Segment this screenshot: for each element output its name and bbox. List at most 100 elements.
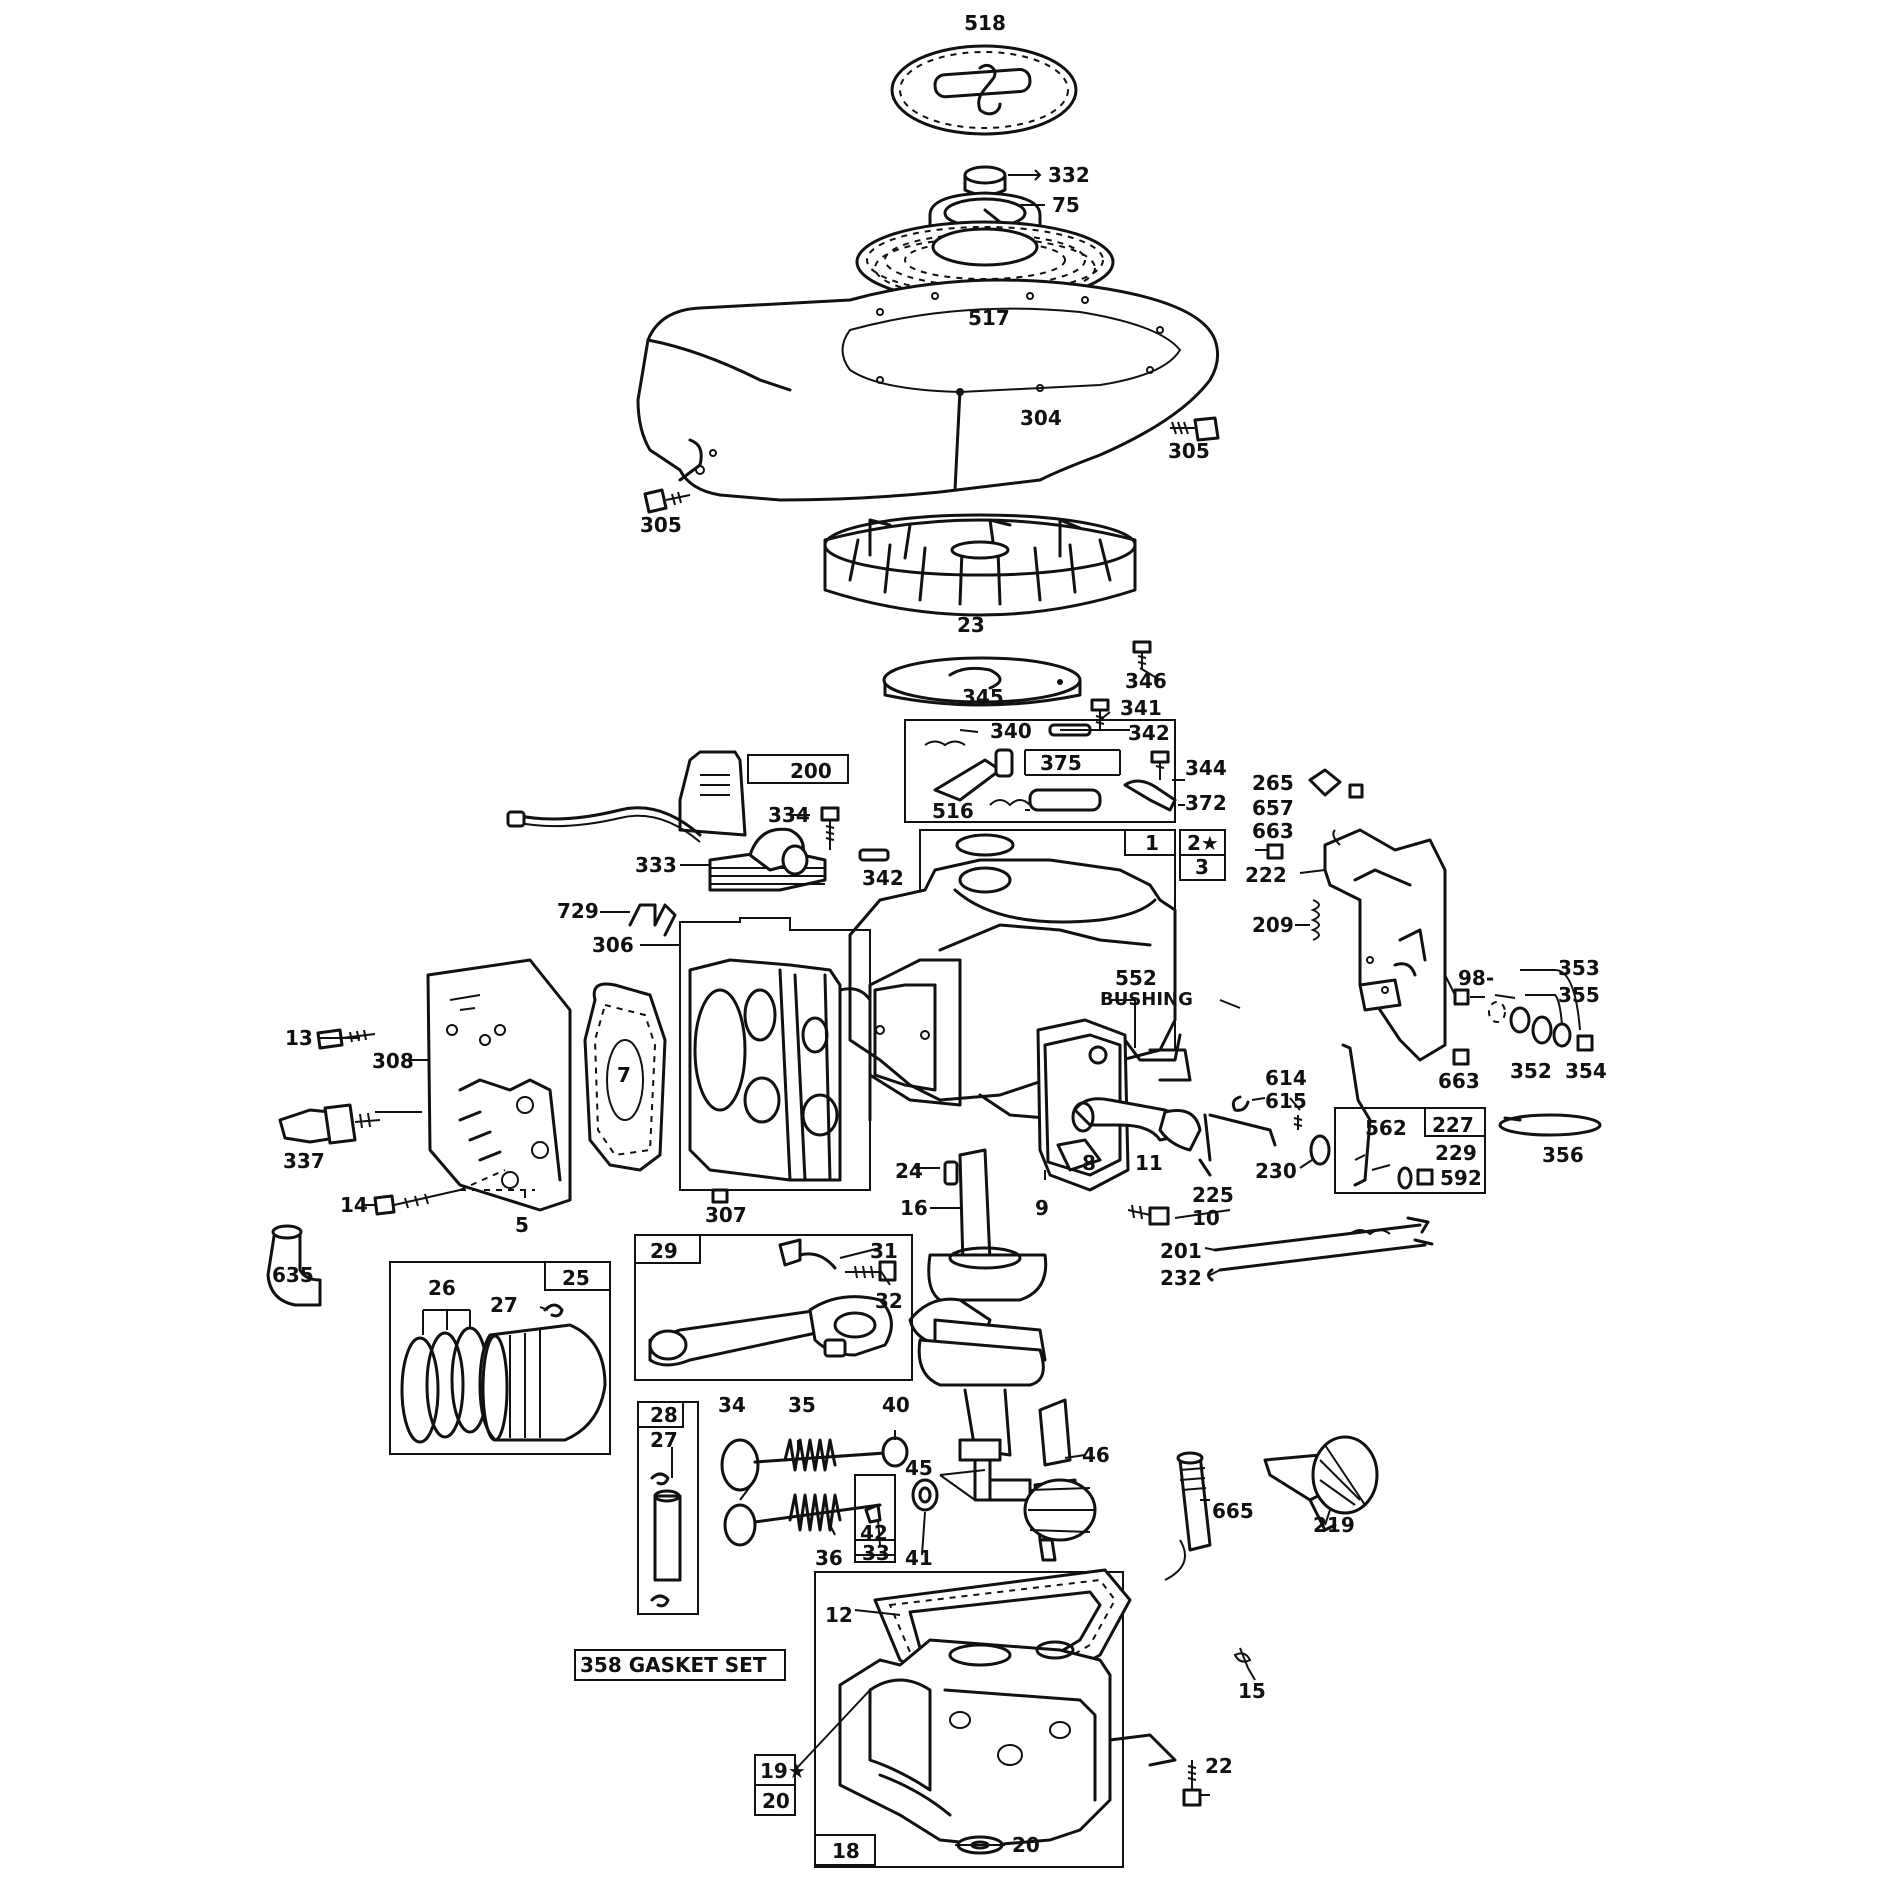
head-gasket-part-7 (583, 982, 667, 1172)
label-27-piston: 27 (490, 1293, 518, 1317)
rotating-screen-part-517 (855, 220, 1115, 304)
label-517: 517 (968, 306, 1010, 330)
label-9: 9 (1035, 1196, 1049, 1220)
label-232: 232 (1160, 1266, 1202, 1290)
label-11: 11 (1135, 1151, 1163, 1175)
label-229: 229 (1435, 1141, 1477, 1165)
retainer-part-40 (881, 1436, 909, 1468)
label-15: 15 (1238, 1679, 1266, 1703)
label-342-lower: 342 (862, 866, 904, 890)
lever-part-562 (1341, 1043, 1391, 1187)
label-353: 353 (1558, 956, 1600, 980)
label-615: 615 (1265, 1089, 1307, 1113)
label-340: 340 (990, 719, 1032, 743)
governor-kit-box-227 (1334, 1107, 1486, 1194)
leader-lines (318, 169, 1581, 1846)
screw-part-305-left (643, 488, 691, 514)
screw-part-346 (1132, 640, 1152, 670)
crankshaft-part-16 (908, 1148, 1048, 1457)
label-230: 230 (1255, 1159, 1297, 1183)
clip-part-27 (543, 1303, 564, 1318)
label-334: 334 (768, 803, 810, 827)
label-354: 354 (1565, 1059, 1607, 1083)
washer-set-353-355 (1453, 988, 1594, 1052)
link-part-225 (1198, 1113, 1277, 1177)
label-98: 98- (1458, 966, 1494, 990)
label-33: 33 (862, 1541, 890, 1565)
label-227: 227 (1432, 1113, 1474, 1137)
label-344: 344 (1185, 756, 1227, 780)
spring-part-209 (1310, 899, 1320, 941)
clip-part-265 (1308, 768, 1342, 797)
label-16: 16 (900, 1196, 928, 1220)
label-222: 222 (1245, 863, 1287, 887)
label-25: 25 (562, 1266, 590, 1290)
label-27-pin: 27 (650, 1428, 678, 1452)
cylinder-cover-part-308 (426, 958, 572, 1212)
label-562: 562 (1365, 1116, 1407, 1140)
label-665: 665 (1212, 1499, 1254, 1523)
label-337: 337 (283, 1149, 325, 1173)
screw-part-657 (1348, 783, 1364, 799)
cylinder-head-part-306 (688, 958, 872, 1182)
label-518: 518 (964, 11, 1006, 35)
label-265: 265 (1252, 771, 1294, 795)
label-35: 35 (788, 1393, 816, 1417)
label-305-left: 305 (640, 513, 682, 537)
tube-part-11 (1071, 1097, 1202, 1152)
spring-part-665 (1176, 1451, 1212, 1552)
camshaft-part-46 (1023, 1398, 1097, 1562)
label-2: 2★ (1187, 831, 1219, 855)
label-36: 36 (815, 1546, 843, 1570)
label-26: 26 (428, 1276, 456, 1300)
piston-box-25 (389, 1261, 611, 1455)
flywheel-part-23 (823, 513, 1137, 617)
housing-flange-holes (876, 292, 1164, 396)
screw-part-663-upper (1255, 843, 1284, 860)
label-20-bottom: 20 (1012, 1833, 1040, 1857)
label-13: 13 (285, 1026, 313, 1050)
label-34: 34 (718, 1393, 746, 1417)
label-7: 7 (617, 1063, 631, 1087)
spring-part-615 (1231, 1095, 1303, 1130)
label-14: 14 (340, 1193, 368, 1217)
piston-rings-part-26 (400, 1309, 490, 1444)
label-28: 28 (650, 1403, 678, 1427)
label-45: 45 (905, 1456, 933, 1480)
label-20-side: 20 (762, 1789, 790, 1813)
label-306: 306 (592, 933, 634, 957)
breaker-points-kit-part-375 (904, 719, 1176, 823)
label-10: 10 (1192, 1206, 1220, 1230)
screw-part-663-lower (1452, 1048, 1470, 1066)
label-41: 41 (905, 1546, 933, 1570)
gasket-set-box (574, 1649, 786, 1681)
label-5: 5 (515, 1213, 529, 1237)
label-346: 346 (1125, 669, 1167, 693)
label-352: 352 (1510, 1059, 1552, 1083)
plug-part-15 (1233, 1647, 1252, 1669)
screw-part-10 (1127, 1204, 1170, 1226)
bracket-part-372 (1123, 750, 1177, 812)
label-333: 333 (635, 853, 677, 877)
part-labels: 518 332 75 517 304 305 305 23 346 345 34… (272, 11, 1607, 1863)
breaker-cover-part-345 (882, 656, 1082, 707)
screw-part-305-right (1170, 416, 1220, 442)
governor-blade-part-200 (506, 750, 747, 843)
label-1: 1 (1145, 831, 1159, 855)
label-592: 592 (1440, 1166, 1482, 1190)
label-31: 31 (870, 1239, 898, 1263)
piston-part-26 (478, 1323, 607, 1442)
piston-pin-box-28 (637, 1401, 699, 1615)
washer-part-230 (1309, 1134, 1331, 1166)
label-3: 3 (1195, 855, 1209, 879)
label-729: 729 (557, 899, 599, 923)
screw-part-307 (711, 1188, 729, 1204)
label-372: 372 (1185, 791, 1227, 815)
clip-part-729 (628, 903, 677, 937)
label-40: 40 (882, 1393, 910, 1417)
label-46: 46 (1082, 1443, 1110, 1467)
screw-part-14 (373, 1169, 535, 1216)
head-box-part-306 (679, 917, 871, 1191)
label-657: 657 (1252, 796, 1294, 820)
